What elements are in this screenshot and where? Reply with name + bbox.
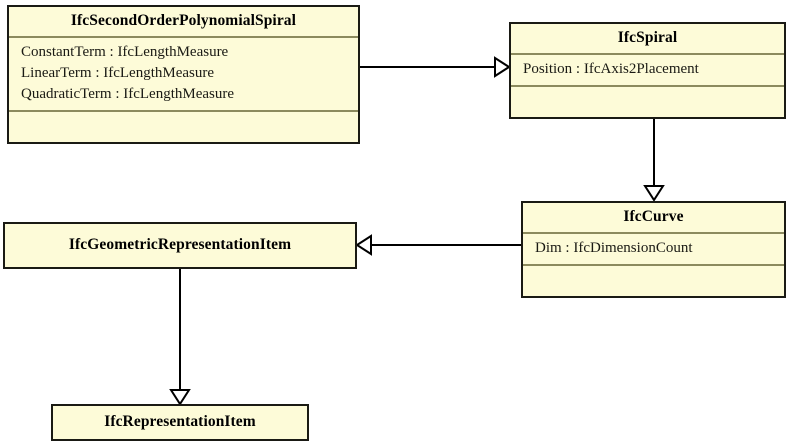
generalization-arrowhead-icon bbox=[643, 185, 665, 202]
class-attribute: QuadraticTerm : IfcLengthMeasure bbox=[21, 86, 235, 102]
class-divider bbox=[523, 232, 784, 234]
edge-geometric-representation-item-to-representation-item bbox=[169, 269, 191, 406]
class-name-label: IfcSecondOrderPolynomialSpiral bbox=[70, 12, 297, 29]
generalization-arrowhead-icon bbox=[169, 389, 191, 406]
class-divider bbox=[511, 85, 784, 87]
class-operations-section bbox=[9, 112, 358, 142]
class-divider bbox=[523, 264, 784, 266]
uml-class-ifc-second-order-polynomial-spiral[interactable]: IfcSecondOrderPolynomialSpiral ConstantT… bbox=[7, 5, 360, 144]
class-operations-section bbox=[523, 266, 784, 296]
class-name-label: IfcSpiral bbox=[617, 29, 678, 46]
uml-class-ifc-geometric-representation-item[interactable]: IfcGeometricRepresentationItem bbox=[3, 222, 357, 269]
class-name-label: IfcRepresentationItem bbox=[104, 413, 256, 430]
edge-spiral-to-curve bbox=[643, 118, 665, 202]
class-attribute: LinearTerm : IfcLengthMeasure bbox=[21, 65, 215, 81]
class-divider bbox=[511, 53, 784, 55]
class-attributes-section: Position : IfcAxis2Placement bbox=[511, 55, 784, 85]
class-attribute: Dim : IfcDimensionCount bbox=[535, 240, 693, 256]
class-operations-section bbox=[511, 87, 784, 117]
edge-second-order-polynomial-spiral-to-spiral bbox=[360, 56, 511, 78]
class-attribute: ConstantTerm : IfcLengthMeasure bbox=[21, 44, 229, 60]
class-name-label: IfcCurve bbox=[623, 208, 684, 225]
uml-class-ifc-curve[interactable]: IfcCurve Dim : IfcDimensionCount bbox=[521, 201, 786, 298]
class-divider bbox=[9, 110, 358, 112]
generalization-arrowhead-icon bbox=[355, 234, 372, 256]
uml-class-ifc-representation-item[interactable]: IfcRepresentationItem bbox=[51, 404, 309, 441]
class-name-label: IfcGeometricRepresentationItem bbox=[68, 236, 292, 253]
class-attributes-section: ConstantTerm : IfcLengthMeasure LinearTe… bbox=[9, 38, 358, 110]
uml-class-ifc-spiral[interactable]: IfcSpiral Position : IfcAxis2Placement bbox=[509, 22, 786, 119]
class-divider bbox=[9, 36, 358, 38]
edge-curve-to-geometric-representation-item bbox=[355, 234, 521, 256]
generalization-arrowhead-icon bbox=[494, 56, 511, 78]
class-attribute: Position : IfcAxis2Placement bbox=[523, 61, 699, 77]
class-attributes-section: Dim : IfcDimensionCount bbox=[523, 234, 784, 264]
